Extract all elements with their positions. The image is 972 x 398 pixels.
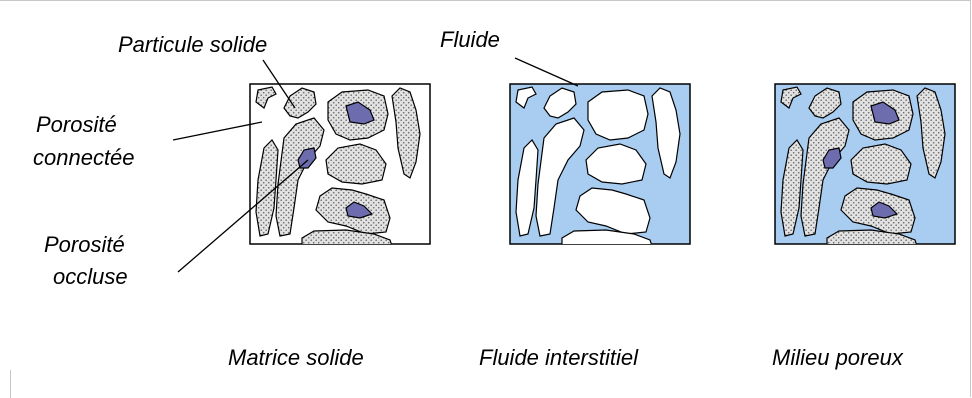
leader-fluide	[515, 58, 578, 86]
label-porosite-occluse-line2: occluse	[53, 264, 128, 289]
label-porosite-connectee-line1: Porosité	[36, 112, 117, 137]
caption-fluide-interstitiel: Fluide interstitiel	[479, 345, 639, 370]
label-fluide: Fluide	[440, 27, 500, 52]
panel-matrice-solide	[250, 84, 430, 246]
leader-porosite-connectee	[173, 122, 262, 140]
caption-milieu-poreux: Milieu poreux	[772, 345, 904, 370]
label-porosite-occluse-line1: Porosité	[44, 232, 125, 257]
label-particule-solide: Particule solide	[118, 32, 267, 57]
caption-matrice-solide: Matrice solide	[228, 345, 364, 370]
panel-milieu-poreux	[775, 84, 955, 246]
label-porosite-connectee-line2: connectée	[33, 145, 135, 170]
panel-fluide-interstitiel	[510, 84, 690, 246]
